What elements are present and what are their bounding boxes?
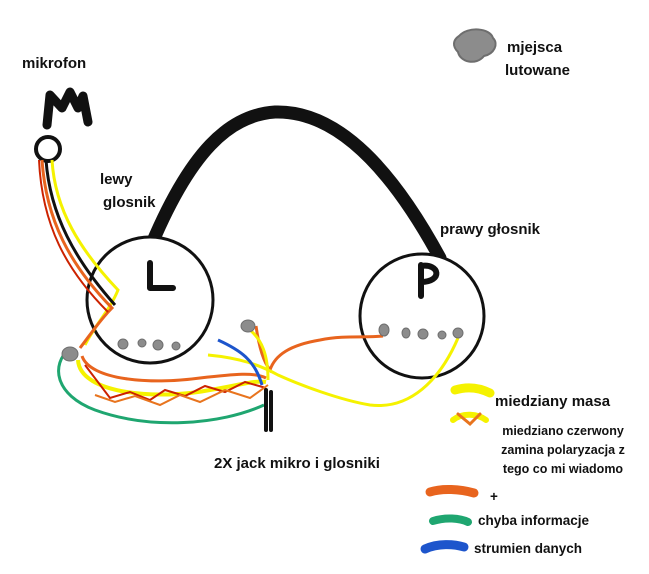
legend-swatch-yellow-orange: [450, 411, 489, 423]
solder-legend-blob: [453, 28, 497, 63]
solder-point: [152, 339, 164, 351]
right-speaker-letter: [418, 262, 440, 299]
solder-point: [171, 341, 181, 351]
solder-point: [137, 338, 147, 348]
legend-text-miedziano-line2: zamina polaryzacja z: [501, 443, 625, 457]
mic-wire-orange: [40, 159, 115, 349]
microphone-symbol: [42, 87, 93, 130]
headband-cable: [141, 105, 447, 265]
jack-label: 2X jack mikro i glosniki: [214, 455, 380, 472]
bundle-orange-zigzag: [94, 384, 269, 407]
legend-swatch-orange: [425, 485, 479, 498]
microphone-label: mikrofon: [22, 55, 87, 72]
left-speaker-letter: [147, 260, 176, 291]
solder-legend-label-line1: mjejsca: [507, 39, 563, 56]
solder-point: [117, 338, 129, 350]
legend-text-strumien-danych: strumien danych: [474, 541, 583, 556]
solder-point: [401, 327, 411, 339]
solder-point: [240, 319, 256, 333]
legend-swatch-green: [429, 514, 472, 526]
mic-wire-black: [44, 159, 117, 306]
solder-point: [378, 323, 390, 337]
legend-text-miedziano-line3: tego co mi wiadomo: [502, 462, 624, 476]
right-wire-orange: [254, 325, 384, 374]
solder-point: [417, 328, 429, 340]
right-speaker-label: prawy głosnik: [440, 221, 541, 238]
legend-text-miedziano-line1: miedziano czerwony: [502, 424, 624, 438]
bundle-red: [84, 364, 267, 402]
legend-text-chyba-informacje: chyba informacje: [478, 513, 590, 528]
legend-text-miedziany-masa: miedziany masa: [495, 393, 611, 410]
solder-point: [61, 346, 79, 362]
bundle-yellow: [76, 359, 267, 397]
mic-wire-red: [38, 159, 109, 313]
left-speaker: [85, 235, 215, 365]
legend-text-plus: +: [490, 489, 498, 504]
jack-plug: [264, 388, 273, 432]
microphone-capsule: [34, 135, 62, 163]
solder-point: [437, 330, 447, 340]
green-wire: [57, 346, 265, 425]
legend-swatch-yellow: [450, 383, 495, 398]
legend-swatch-blue: [420, 540, 469, 554]
blue-wire: [217, 338, 264, 386]
left-speaker-label-line2: glosnik: [103, 194, 156, 211]
right-wire-yellow-2: [249, 328, 270, 381]
solder-point: [452, 327, 464, 339]
left-speaker-label-line1: lewy: [100, 171, 133, 188]
solder-legend-label-line2: lutowane: [505, 62, 571, 79]
bundle-orange: [80, 355, 267, 383]
solder-points: [61, 319, 464, 362]
legend-swatch-yellow-orange-mark: [456, 412, 482, 427]
